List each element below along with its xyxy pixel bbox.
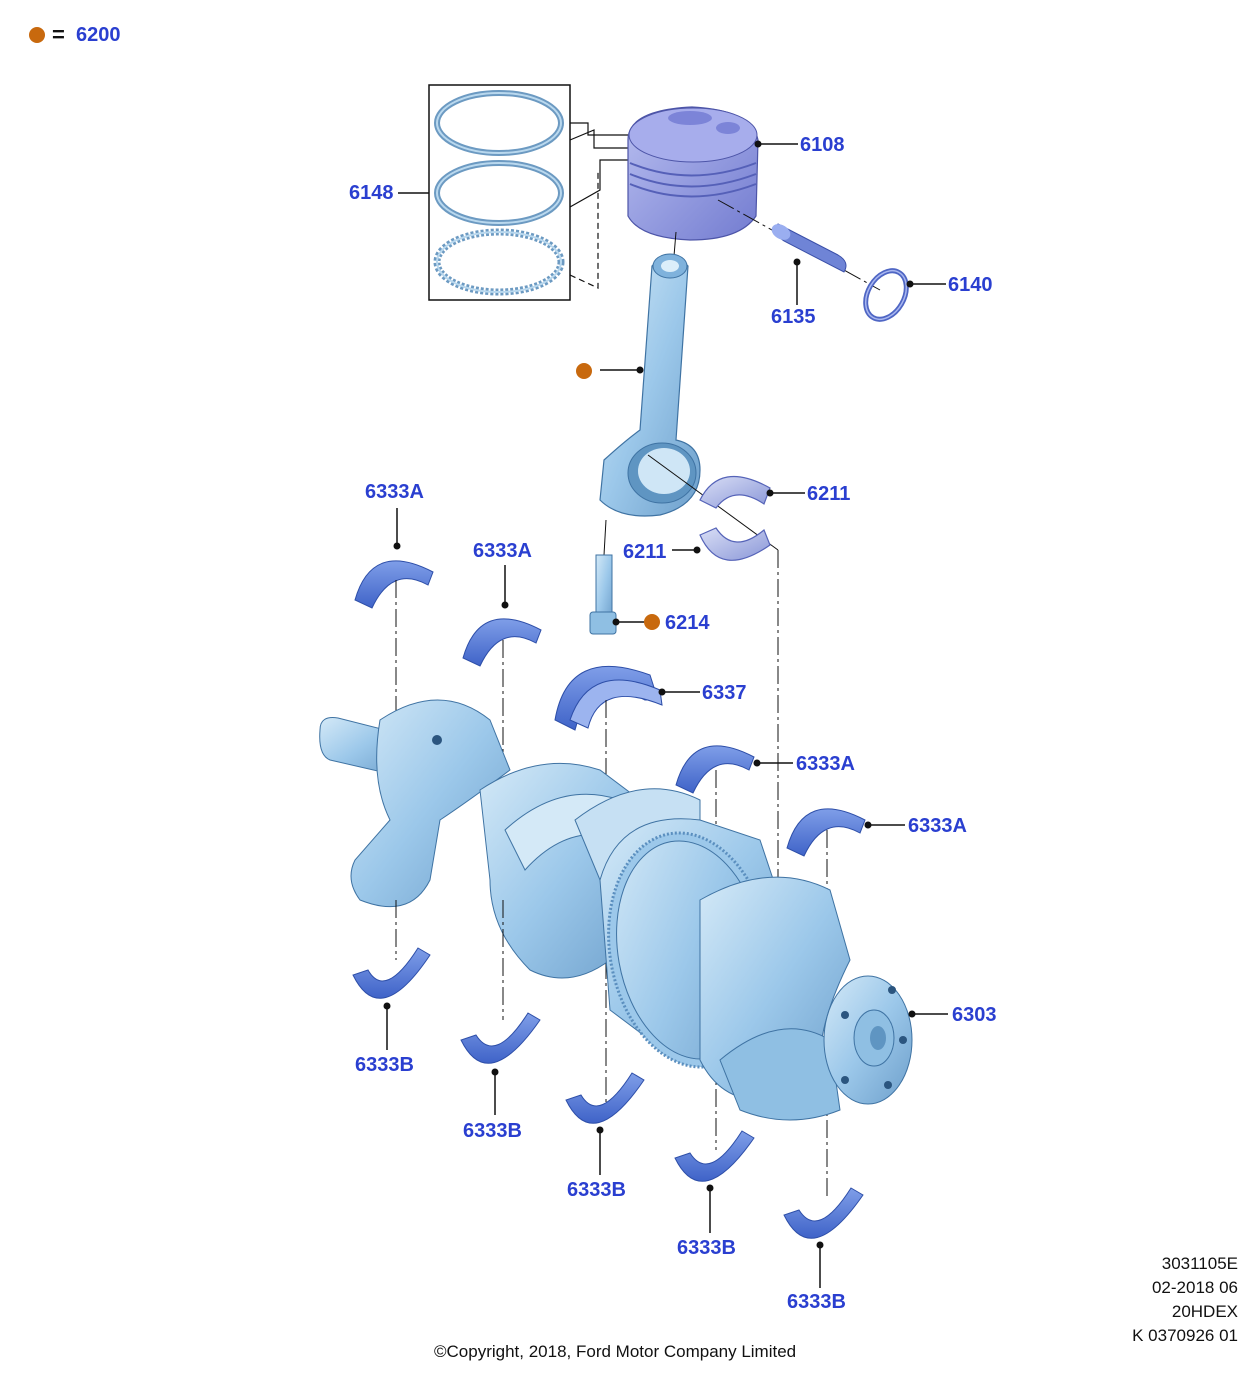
copyright-notice: ©Copyright, 2018, Ford Motor Company Lim… (434, 1342, 797, 1361)
callout-6135[interactable]: 6135 (771, 306, 816, 328)
piston-pin (717, 199, 881, 305)
legend-equals: = (52, 22, 65, 47)
callout-6333b-4[interactable]: 6333B (677, 1237, 736, 1259)
callout-6333b-5[interactable]: 6333B (787, 1291, 846, 1313)
circlip (863, 268, 946, 322)
callout-6148[interactable]: 6148 (349, 182, 394, 204)
callout-6211-upper[interactable]: 6211 (807, 483, 851, 505)
connecting-rod (599, 231, 779, 890)
callout-6140[interactable]: 6140 (948, 274, 993, 296)
callout-6333a-1[interactable]: 6333A (365, 481, 424, 503)
callout-6333a-2[interactable]: 6333A (473, 540, 532, 562)
callout-6214[interactable]: 6214 (665, 612, 710, 634)
diagram-id: 3031105E (1161, 1254, 1238, 1273)
material-dot (644, 614, 660, 630)
callout-6211-lower[interactable]: 6211 (623, 541, 667, 563)
diagram-code: 20HDEX (1171, 1302, 1238, 1321)
rod-bearing-shells (672, 475, 805, 561)
legend-part-number[interactable]: 6200 (76, 24, 121, 46)
piston (627, 106, 798, 241)
callout-6333a-3[interactable]: 6333A (796, 753, 855, 775)
crankshaft (319, 699, 948, 1121)
callout-6337[interactable]: 6337 (702, 682, 747, 704)
callout-6333b-3[interactable]: 6333B (567, 1179, 626, 1201)
callout-6333b-2[interactable]: 6333B (463, 1120, 522, 1142)
callout-6333a-4[interactable]: 6333A (908, 815, 967, 837)
callout-6333b-1[interactable]: 6333B (355, 1054, 414, 1076)
rod-bolt (589, 519, 645, 635)
callout-6303[interactable]: 6303 (952, 1004, 997, 1026)
material-dot (576, 363, 592, 379)
lower-main-bearings (352, 900, 864, 1288)
diagram-reference: K 0370926 01 (1132, 1326, 1238, 1345)
diagram-date: 02-2018 06 (1151, 1278, 1238, 1297)
callout-6108[interactable]: 6108 (800, 134, 845, 156)
legend-dot (29, 27, 45, 43)
piston-rings (398, 84, 628, 301)
